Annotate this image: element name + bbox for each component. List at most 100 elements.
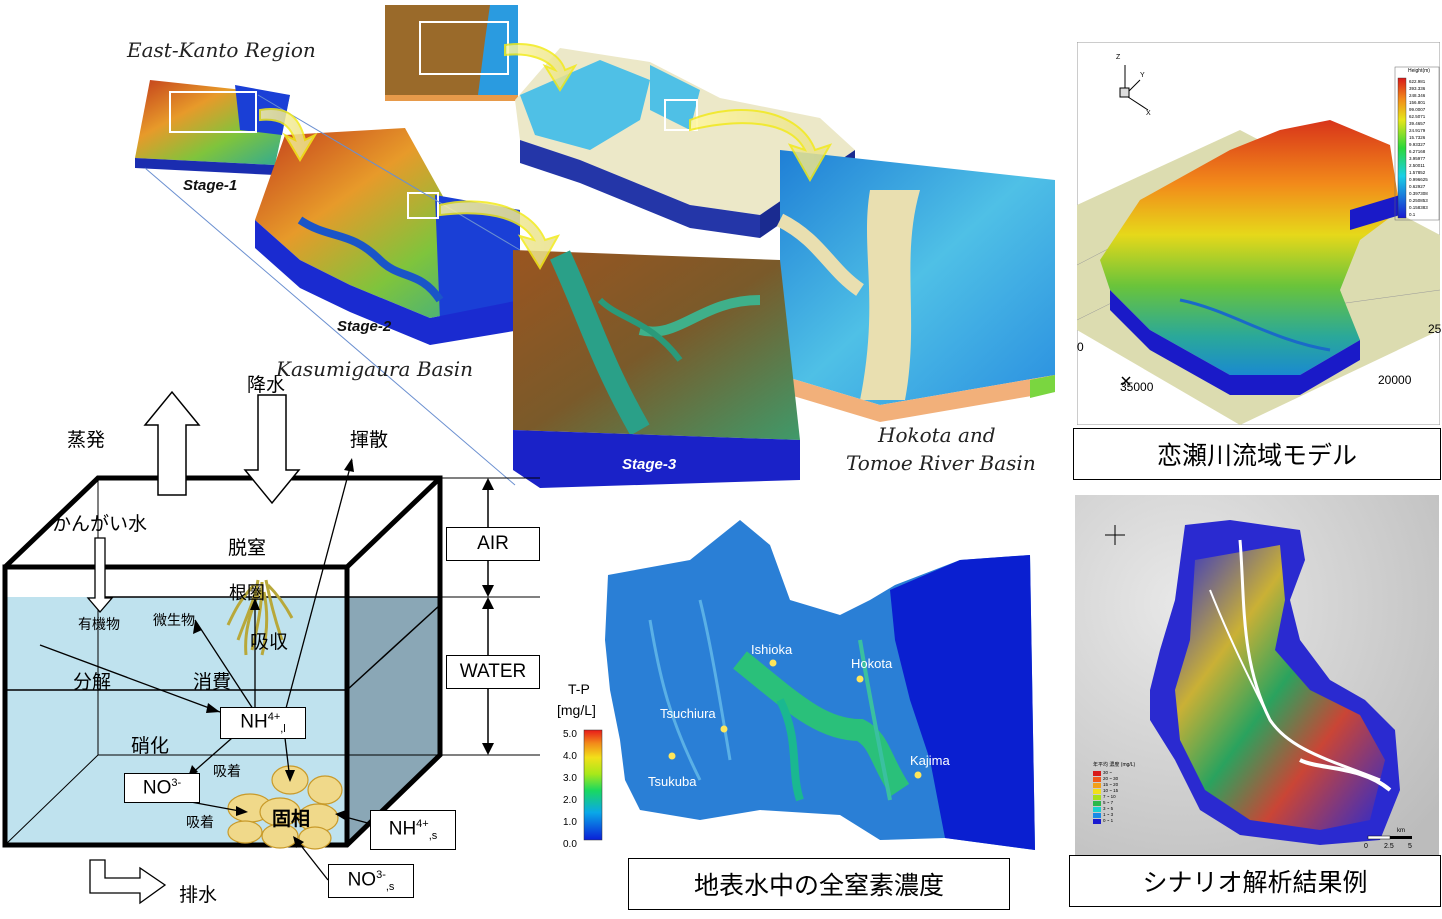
scenario-legend-item: 30 ~ — [1103, 770, 1112, 775]
no3-solid-label: NO3-,s — [347, 868, 395, 894]
tp-map-caption-text: 地表水中の全窒素濃度 — [693, 871, 944, 900]
solid-phase-label: 固相 — [272, 808, 311, 830]
hokota-model — [776, 150, 1055, 422]
no3-label: NO3- — [142, 776, 182, 799]
scale-0: 0 — [1364, 843, 1368, 850]
water-label: WATER — [459, 661, 527, 682]
evaporation-label: 蒸発 — [67, 429, 106, 451]
stage2-model — [255, 128, 520, 345]
stage1-label: Stage-1 — [183, 177, 238, 194]
tp-tick: 4.0 — [563, 751, 577, 762]
height-legend-value: 39.4657 — [1409, 121, 1426, 126]
nh4-liquid-box: NH4+,l — [220, 707, 306, 739]
height-legend-value: 156.801 — [1409, 100, 1426, 105]
water-box: WATER — [446, 655, 540, 689]
hokota-label-line2: Tomoe River Basin — [846, 451, 1036, 475]
scenario-caption-text: シナリオ解析結果例 — [1142, 868, 1368, 897]
absorption-label: 吸収 — [250, 631, 289, 653]
compass-marker — [1121, 376, 1131, 386]
scenario-legend-item: 0 ~ 1 — [1103, 818, 1114, 823]
tick-25: 25 — [1428, 322, 1442, 336]
city-label-hokota: Hokota — [851, 656, 893, 671]
tp-legend-ticks: 5.0 4.0 3.0 2.0 1.0 0.0 — [563, 724, 577, 856]
adsorption-label-1: 吸着 — [213, 764, 241, 780]
volatilization-label: 揮散 — [350, 429, 389, 451]
basin-label: Kasumigaura Basin — [276, 357, 473, 381]
koise-model-caption: 恋瀬川流域モデル — [1073, 428, 1441, 480]
tp-map-graphics — [583, 520, 1035, 850]
height-legend-value: 9.93327 — [1409, 142, 1426, 147]
city-label-tsukuba: Tsukuba — [648, 774, 697, 789]
region-title: East-Kanto Region — [127, 38, 316, 62]
scenario-graphics — [1075, 495, 1439, 857]
scenario-legend-item: 5 ~ 7 — [1103, 800, 1114, 805]
air-box: AIR — [446, 527, 540, 561]
height-legend-value: 3.95977 — [1409, 156, 1426, 161]
organic-matter-label: 有機物 — [78, 617, 120, 633]
tp-legend-title-2: [mg/L] — [557, 702, 596, 718]
height-legend-value: 99.0007 — [1409, 107, 1426, 112]
scenario-legend-item: 7 ~ 10 — [1103, 794, 1116, 799]
microbe-label: 微生物 — [153, 613, 195, 629]
no3-box: NO3- — [124, 773, 200, 803]
consumption-label: 消費 — [193, 671, 232, 693]
city-label-ishioka: Ishioka — [751, 642, 793, 657]
nh4-solid-box: NH4+,s — [370, 810, 456, 850]
stage3-model — [513, 250, 800, 488]
height-legend-value: 6.27168 — [1409, 149, 1426, 154]
scenario-caption: シナリオ解析結果例 — [1069, 855, 1441, 907]
scenario-legend-item: 10 ~ 15 — [1103, 788, 1119, 793]
scenario-legend-item: 15 ~ 20 — [1103, 782, 1119, 787]
stage2-label: Stage-2 — [337, 318, 392, 335]
tp-tick: 2.0 — [563, 795, 577, 806]
height-legend-value: 248.346 — [1409, 93, 1426, 98]
city-marker-tsukuba — [668, 752, 676, 760]
height-legend-value: 2.50011 — [1409, 163, 1425, 168]
city-marker-hokota — [856, 675, 864, 683]
axis-x-label: X — [1146, 110, 1151, 117]
height-legend-value: 0.397308 — [1409, 191, 1428, 196]
height-legend-value: 622.981 — [1409, 79, 1426, 84]
height-legend-value: 0.1 — [1409, 212, 1416, 217]
scale-2-5: 2.5 — [1384, 843, 1394, 850]
scenario-legend-item: 1 ~ 3 — [1103, 812, 1114, 817]
adsorption-label-2: 吸着 — [186, 815, 214, 831]
height-legend-value: 1.57852 — [1409, 170, 1426, 175]
nitrification-label: 硝化 — [131, 735, 170, 757]
height-legend-value: 24.9179 — [1409, 128, 1426, 133]
height-legend-title: Height(m) — [1408, 68, 1430, 74]
koise-model-caption-text: 恋瀬川流域モデル — [1156, 441, 1357, 470]
city-marker-tsuchiura — [720, 725, 728, 733]
mini-map — [385, 5, 518, 101]
tp-tick: 0.0 — [563, 839, 577, 850]
air-label: AIR — [477, 533, 509, 554]
axis-z-label: Z — [1116, 54, 1121, 61]
tp-tick: 5.0 — [563, 729, 577, 740]
city-marker-ishioka — [769, 659, 777, 667]
tick-35000: 35000 — [1120, 380, 1154, 394]
roots-icon — [226, 579, 294, 656]
zoom-arrows — [259, 43, 833, 270]
height-legend-value: 0.996625 — [1409, 177, 1428, 182]
height-legend-value: 0.250853 — [1409, 198, 1428, 203]
stage3-label: Stage-3 — [622, 456, 677, 473]
decomposition-label: 分解 — [73, 671, 112, 693]
height-legend-values: 622.981 393.336 248.346 156.801 99.0007 62.50… — [1409, 78, 1439, 218]
tp-legend-title-1: T-P — [568, 681, 590, 697]
koise-model-graphics — [1077, 42, 1440, 425]
city-marker-kajima — [914, 771, 922, 779]
scenario-legend-item: 3 ~ 5 — [1103, 806, 1114, 811]
scale-5: 5 — [1408, 843, 1412, 850]
height-legend-value: 0.158383 — [1409, 205, 1428, 210]
tick-0: 0 — [1077, 340, 1084, 354]
height-legend-value: 393.336 — [1409, 86, 1426, 91]
axes-icon — [1119, 65, 1149, 111]
height-legend-value: 15.7326 — [1409, 135, 1426, 140]
tp-map-caption: 地表水中の全窒素濃度 — [628, 858, 1010, 910]
tick-20000: 20000 — [1378, 373, 1412, 387]
height-legend-value: 62.5071 — [1409, 114, 1426, 119]
axis-y-label: Y — [1140, 72, 1145, 79]
stage1-map — [135, 80, 290, 175]
nh4-liquid-label: NH4+,l — [240, 710, 286, 736]
